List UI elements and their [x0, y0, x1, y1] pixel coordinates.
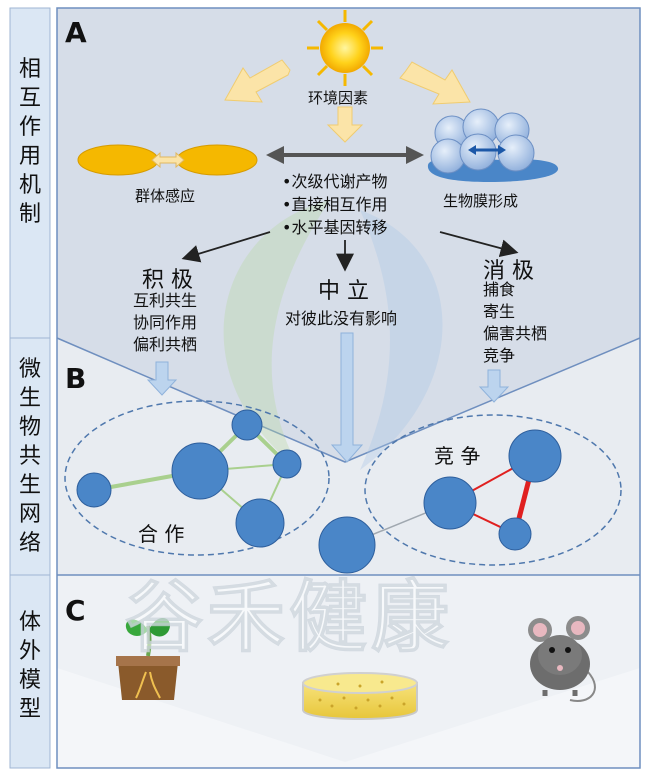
quorum-sensing-label: 群体感应 — [135, 187, 196, 205]
cooperation-label: 合 作 — [138, 522, 185, 546]
petri-dish-icon — [302, 672, 418, 720]
side-label-models: 体 外 模 型 — [18, 610, 41, 722]
label-column-a — [9, 7, 51, 339]
label-column-b — [9, 337, 51, 576]
competition-label: 竞 争 — [434, 444, 481, 468]
negative-items: 捕食 寄生 偏害共栖 竞争 — [483, 280, 548, 365]
arrow-to-positive — [181, 231, 271, 263]
watermark-leaf-2 — [360, 210, 443, 470]
side-label-network: 微 生 物 共 生 网 络 — [18, 357, 41, 556]
environment-factors-label: 环境因素 — [308, 89, 369, 107]
network-node — [171, 442, 229, 500]
yellow-arrow-right — [399, 61, 471, 105]
negative-title: 消 极 — [483, 259, 534, 284]
neutral-title: 中 立 — [318, 279, 369, 304]
biofilm-icon — [427, 108, 559, 182]
yellow-arrow-left — [224, 59, 291, 103]
label-column-c — [9, 574, 51, 769]
blue-arrow-negative — [478, 369, 510, 403]
double-gray-arrow — [266, 146, 424, 164]
section-letter-a: A — [65, 16, 87, 49]
arrow-to-negative — [439, 231, 519, 257]
network-node — [76, 472, 112, 508]
competition-ellipse — [364, 414, 622, 566]
section-letter-b: B — [65, 362, 87, 395]
network-node — [498, 517, 532, 551]
blue-arrow-neutral — [330, 332, 364, 463]
quorum-sensing-icon — [77, 144, 258, 176]
cooperation-ellipse — [64, 400, 330, 556]
network-node — [508, 429, 562, 483]
side-label-interaction: 相 互 作 用 机 制 — [18, 57, 41, 227]
section-letter-c: C — [65, 594, 86, 627]
seedling-icon — [116, 617, 180, 700]
watermark-leaf — [223, 200, 330, 470]
panel-b-background — [57, 338, 640, 575]
network-node — [423, 476, 477, 530]
panel-divider-ab — [56, 337, 641, 463]
network-node — [318, 516, 376, 574]
positive-items: 互利共生 协同作用 偏利共栖 — [133, 291, 198, 354]
network-node — [272, 449, 302, 479]
sun-icon — [307, 10, 383, 86]
positive-title: 积 极 — [142, 268, 193, 293]
yellow-arrow-down — [326, 106, 364, 143]
network-node — [231, 409, 263, 441]
blue-arrow-positive — [146, 361, 178, 396]
mouse-icon — [528, 616, 596, 702]
watermark-text: 谷禾健康 — [124, 573, 454, 664]
outer-border — [56, 7, 641, 769]
biofilm-formation-label: 生物膜形成 — [443, 192, 519, 210]
panel-c-lower-band — [57, 575, 640, 762]
network-node — [235, 498, 285, 548]
neutral-items: 对彼此没有影响 — [285, 309, 398, 328]
interaction-mechanisms-list: •次级代谢产物 •直接相互作用 •水平基因转移 — [282, 172, 388, 237]
